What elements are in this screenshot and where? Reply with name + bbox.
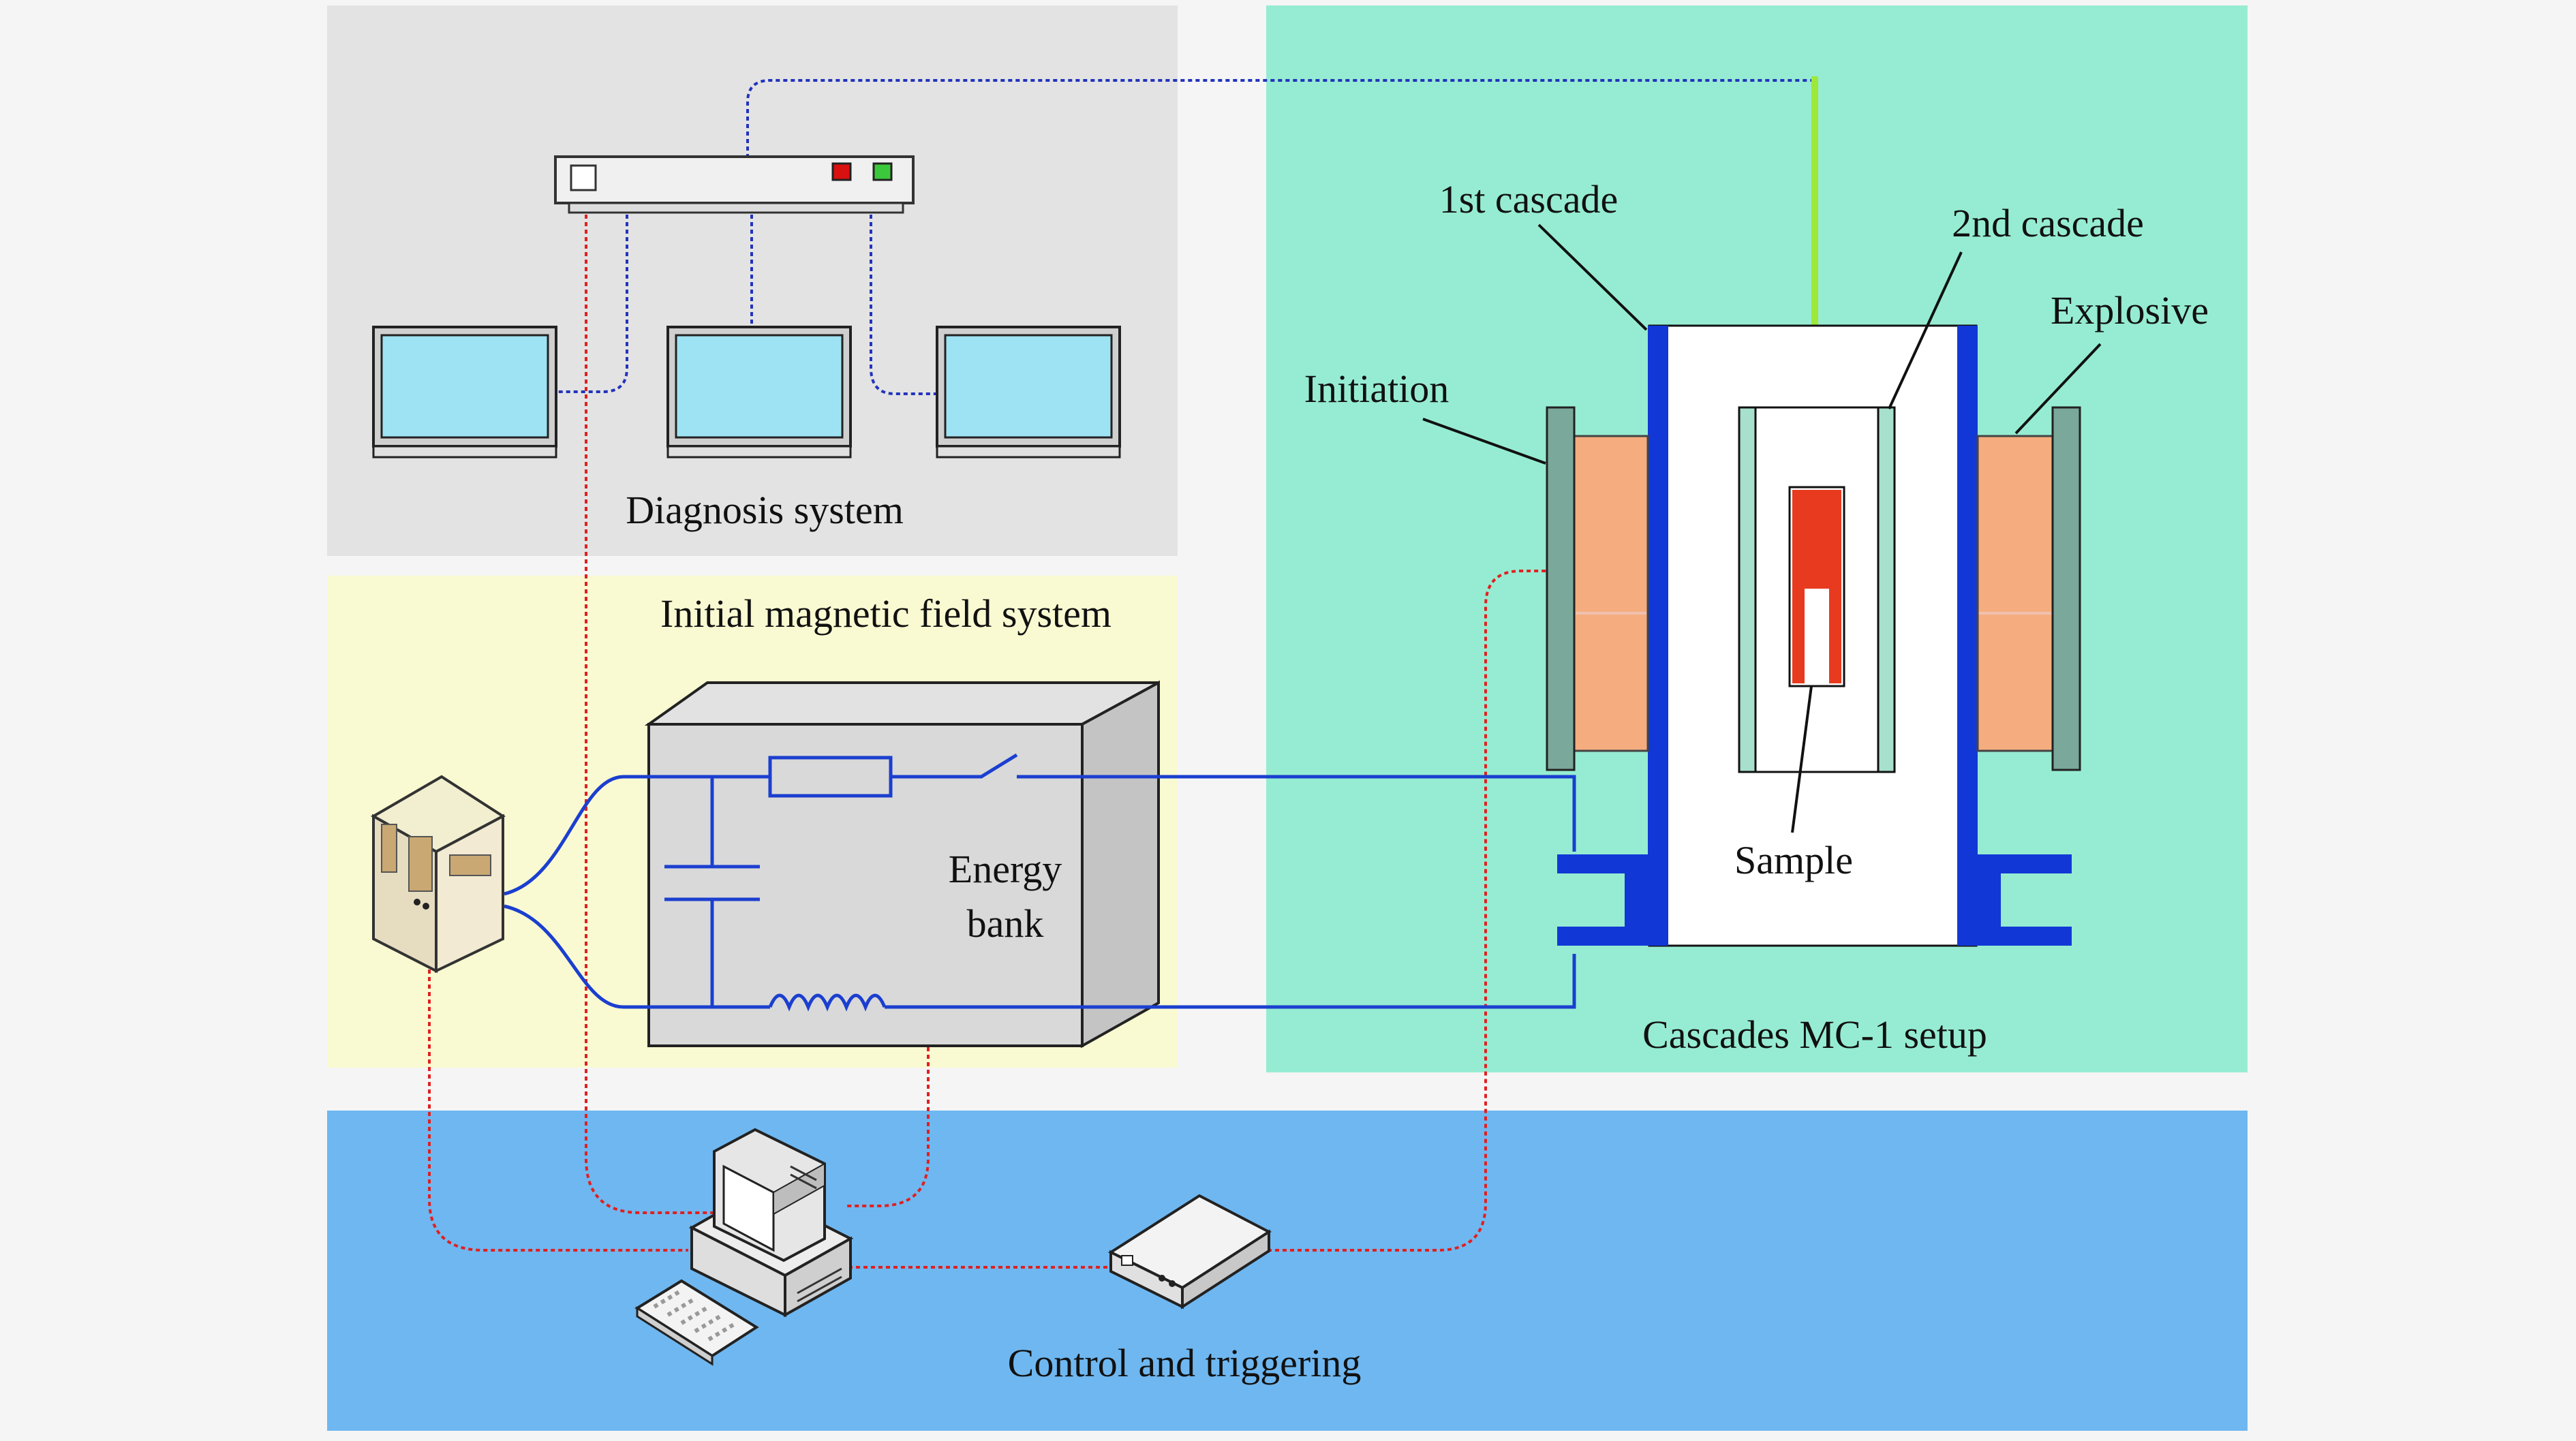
diagnosis-region — [327, 5, 1178, 556]
explosive-label: Explosive — [2051, 288, 2209, 332]
energy-bank-label-line2: bank — [967, 901, 1044, 946]
initiation-plate-right — [2051, 406, 2081, 771]
energy-bank-box — [644, 680, 1160, 1049]
second-cascade-wall-left — [1738, 406, 1757, 773]
sample-label: Sample — [1734, 838, 1853, 882]
keyboard-icon — [634, 1279, 759, 1366]
energy-bank-label-line1: Energy — [949, 847, 1062, 891]
control-region — [327, 1111, 2248, 1431]
inductor-icon — [768, 993, 887, 1012]
control-and-triggering-label: Control and triggering — [1008, 1341, 1362, 1385]
monitor-icon — [936, 326, 1121, 459]
cascade-assembly — [1546, 324, 2081, 947]
explosive-right — [1976, 435, 2054, 752]
router-icon — [554, 155, 915, 214]
initiation-label: Initiation — [1304, 367, 1450, 411]
diagnosis-network-lines — [555, 79, 1816, 758]
explosive-left — [1573, 435, 1649, 752]
trigger-box-icon — [1107, 1194, 1272, 1310]
monitor-icon — [372, 326, 557, 459]
initial-magnetic-field-system-label: Initial magnetic field system — [660, 591, 1111, 636]
second-cascade-label: 2nd cascade — [1952, 201, 2144, 245]
first-cascade-label: 1st cascade — [1439, 177, 1618, 221]
control-lines — [428, 215, 1547, 1269]
second-cascade-wall-right — [1877, 406, 1896, 773]
diagnosis-system-label: Diagnosis system — [626, 488, 904, 532]
desktop-computer-icon — [688, 1128, 854, 1318]
monitor-icon — [666, 326, 852, 459]
initiation-plate-left — [1546, 406, 1576, 771]
cascades-setup-label: Cascades MC-1 setup — [1642, 1012, 1987, 1057]
energy-bank-circuit — [504, 753, 1576, 1012]
server-icon — [370, 775, 506, 974]
leader-lines — [1422, 223, 2102, 833]
